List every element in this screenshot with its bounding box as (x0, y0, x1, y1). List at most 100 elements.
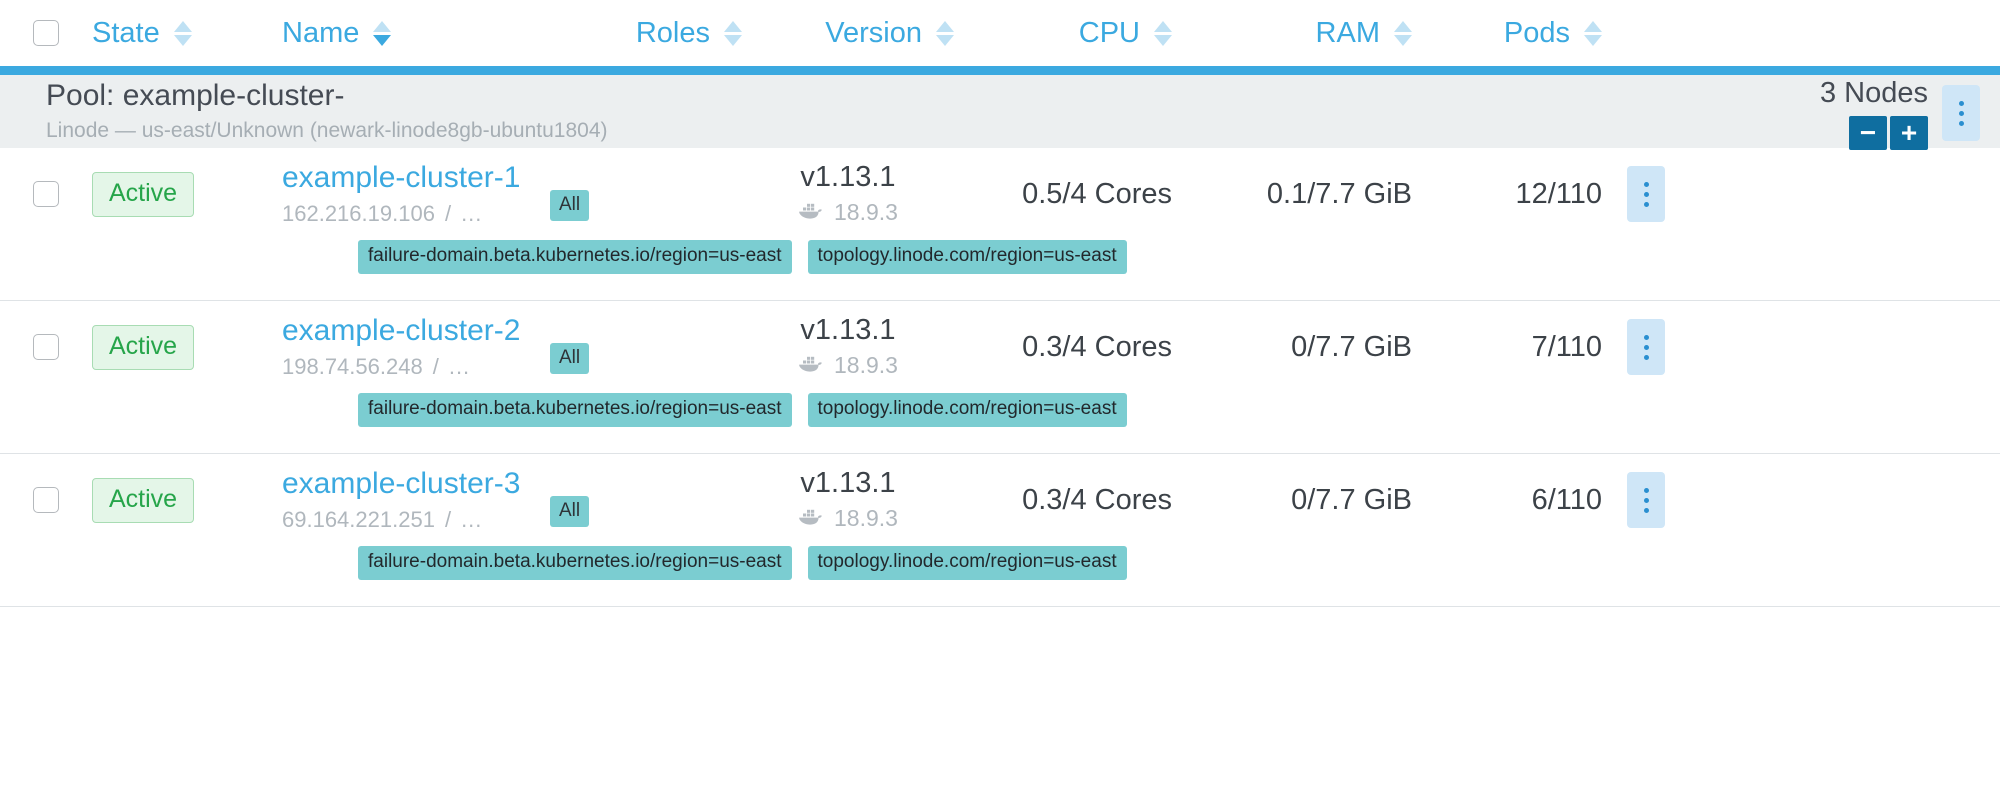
select-all-cell (0, 20, 92, 46)
kubernetes-version: v1.13.1 (800, 160, 896, 193)
row-kebab-menu-icon[interactable] (1627, 166, 1665, 222)
pods-value: 6/110 (1531, 483, 1602, 516)
pods-cell: 6/110 (1412, 484, 1602, 517)
sort-cpu-icon[interactable] (1154, 20, 1172, 46)
ram-value: 0/7.7 GiB (1291, 483, 1412, 516)
row-select-checkbox[interactable] (33, 181, 59, 207)
column-header-name[interactable]: Name (282, 17, 550, 50)
column-header-version-label: Version (825, 16, 922, 49)
version-cell: v1.13.1 (742, 466, 954, 533)
pool-node-count: 3 Nodes (1819, 77, 1928, 109)
sort-state-icon[interactable] (173, 20, 192, 46)
column-header-version[interactable]: Version (742, 17, 954, 50)
node-name-link[interactable]: example-cluster-1 (282, 160, 521, 194)
node-ip-more[interactable]: ... (461, 201, 483, 227)
node-ip-value: 69.164.221.251 (282, 507, 435, 533)
name-cell: example-cluster-1 162.216.19.106 /... (282, 161, 550, 228)
column-header-state[interactable]: State (92, 17, 282, 50)
node-labels-row: failure-domain.beta.kubernetes.io/region… (0, 546, 2000, 606)
column-header-ram[interactable]: RAM (1172, 17, 1412, 50)
name-cell: example-cluster-2 198.74.56.248/... (282, 314, 550, 381)
version-group: v1.13.1 (742, 313, 954, 380)
node-ip: 162.216.19.106 /... (282, 201, 550, 227)
runtime-version: 18.9.3 (834, 352, 898, 379)
kubernetes-version: v1.13.1 (800, 313, 896, 346)
status-badge: Active (92, 171, 195, 217)
column-header-state-label: State (92, 16, 160, 49)
ram-cell: 0/7.7 GiB (1172, 331, 1412, 364)
version-cell: v1.13.1 (742, 160, 954, 227)
roles-cell: All (550, 474, 742, 527)
pool-kebab-menu-icon[interactable] (1942, 85, 1980, 141)
table-row[interactable]: Active example-cluster-3 69.164.221.251/… (0, 454, 2000, 546)
row-select-checkbox[interactable] (33, 334, 59, 360)
role-chip: All (550, 495, 590, 527)
node-name-link[interactable]: example-cluster-3 (282, 466, 521, 500)
row-menu-cell (1602, 166, 1690, 222)
runtime-group: 18.9.3 (798, 505, 898, 532)
cpu-cell: 0.3/4 Cores (954, 331, 1172, 364)
column-header-pods[interactable]: Pods (1412, 17, 1602, 50)
status-badge: Active (92, 324, 195, 370)
runtime-group: 18.9.3 (798, 199, 898, 226)
kubernetes-version: v1.13.1 (800, 466, 896, 499)
node-block: Active example-cluster-3 69.164.221.251/… (0, 454, 2000, 607)
increment-node-button[interactable]: + (1890, 116, 1928, 150)
node-name-link[interactable]: example-cluster-2 (282, 313, 521, 347)
select-all-checkbox[interactable] (33, 20, 59, 46)
column-header-ram-label: RAM (1315, 16, 1380, 49)
node-ip-value: 198.74.56.248 (282, 354, 423, 380)
docker-icon (798, 505, 824, 532)
sort-ram-icon[interactable] (1394, 20, 1412, 46)
table-row[interactable]: Active example-cluster-2 198.74.56.248/.… (0, 301, 2000, 393)
row-kebab-menu-icon[interactable] (1627, 319, 1665, 375)
runtime-group: 18.9.3 (798, 352, 898, 379)
sort-name-icon[interactable] (373, 20, 392, 46)
docker-icon (798, 199, 824, 226)
cpu-value: 0.3/4 Cores (1022, 330, 1172, 363)
pool-controls: 3 Nodes − + (1820, 75, 2000, 150)
node-ip-more[interactable]: ... (448, 354, 471, 380)
pool-text-group: Pool: example-cluster- Linode — us-east/… (46, 79, 608, 144)
runtime-version: 18.9.3 (834, 505, 898, 532)
pool-resize-controls: − + (1849, 116, 1928, 150)
pods-value: 12/110 (1515, 177, 1602, 210)
decrement-node-button[interactable]: − (1849, 116, 1887, 150)
row-select-cell (0, 181, 92, 207)
ram-cell: 0.1/7.7 GiB (1172, 178, 1412, 211)
column-header-cpu[interactable]: CPU (954, 17, 1172, 50)
node-ip: 69.164.221.251/... (282, 507, 550, 533)
node-ip: 198.74.56.248/... (282, 354, 550, 380)
version-group: v1.13.1 (742, 466, 954, 533)
node-label-chip: topology.linode.com/region=us-east (807, 240, 1127, 274)
role-chip: All (550, 342, 590, 374)
node-ip-value: 162.216.19.106 (282, 201, 435, 227)
table-row[interactable]: Active example-cluster-1 162.216.19.106 /… (0, 148, 2000, 240)
version-group: v1.13.1 (742, 160, 954, 227)
node-ip-separator: / (444, 201, 452, 227)
sort-version-icon[interactable] (936, 20, 954, 46)
node-label-chip: topology.linode.com/region=us-east (807, 546, 1127, 580)
node-block: Active example-cluster-2 198.74.56.248/.… (0, 301, 2000, 454)
cpu-value: 0.5/4 Cores (1022, 177, 1172, 210)
column-header-name-label: Name (282, 16, 360, 49)
ram-cell: 0/7.7 GiB (1172, 484, 1412, 517)
pool-subtitle: Linode — us-east/Unknown (newark-linode8… (46, 118, 608, 142)
node-labels-row: failure-domain.beta.kubernetes.io/region… (0, 240, 2000, 300)
sort-pods-icon[interactable] (1584, 20, 1602, 46)
runtime-version: 18.9.3 (834, 199, 898, 226)
row-select-checkbox[interactable] (33, 487, 59, 513)
roles-cell: All (550, 168, 742, 221)
node-label-chip: failure-domain.beta.kubernetes.io/region… (358, 546, 792, 580)
row-kebab-menu-icon[interactable] (1627, 472, 1665, 528)
cpu-cell: 0.5/4 Cores (954, 178, 1172, 211)
ram-value: 0.1/7.7 GiB (1266, 177, 1412, 210)
ram-value: 0/7.7 GiB (1291, 330, 1412, 363)
column-header-roles-label: Roles (635, 16, 710, 49)
pool-node-count-group: 3 Nodes − + (1820, 75, 1928, 150)
node-ip-more[interactable]: ... (461, 507, 483, 533)
sort-roles-icon[interactable] (724, 20, 742, 46)
node-block: Active example-cluster-1 162.216.19.106 /… (0, 148, 2000, 301)
roles-cell: All (550, 321, 742, 374)
column-header-roles[interactable]: Roles (550, 17, 742, 50)
